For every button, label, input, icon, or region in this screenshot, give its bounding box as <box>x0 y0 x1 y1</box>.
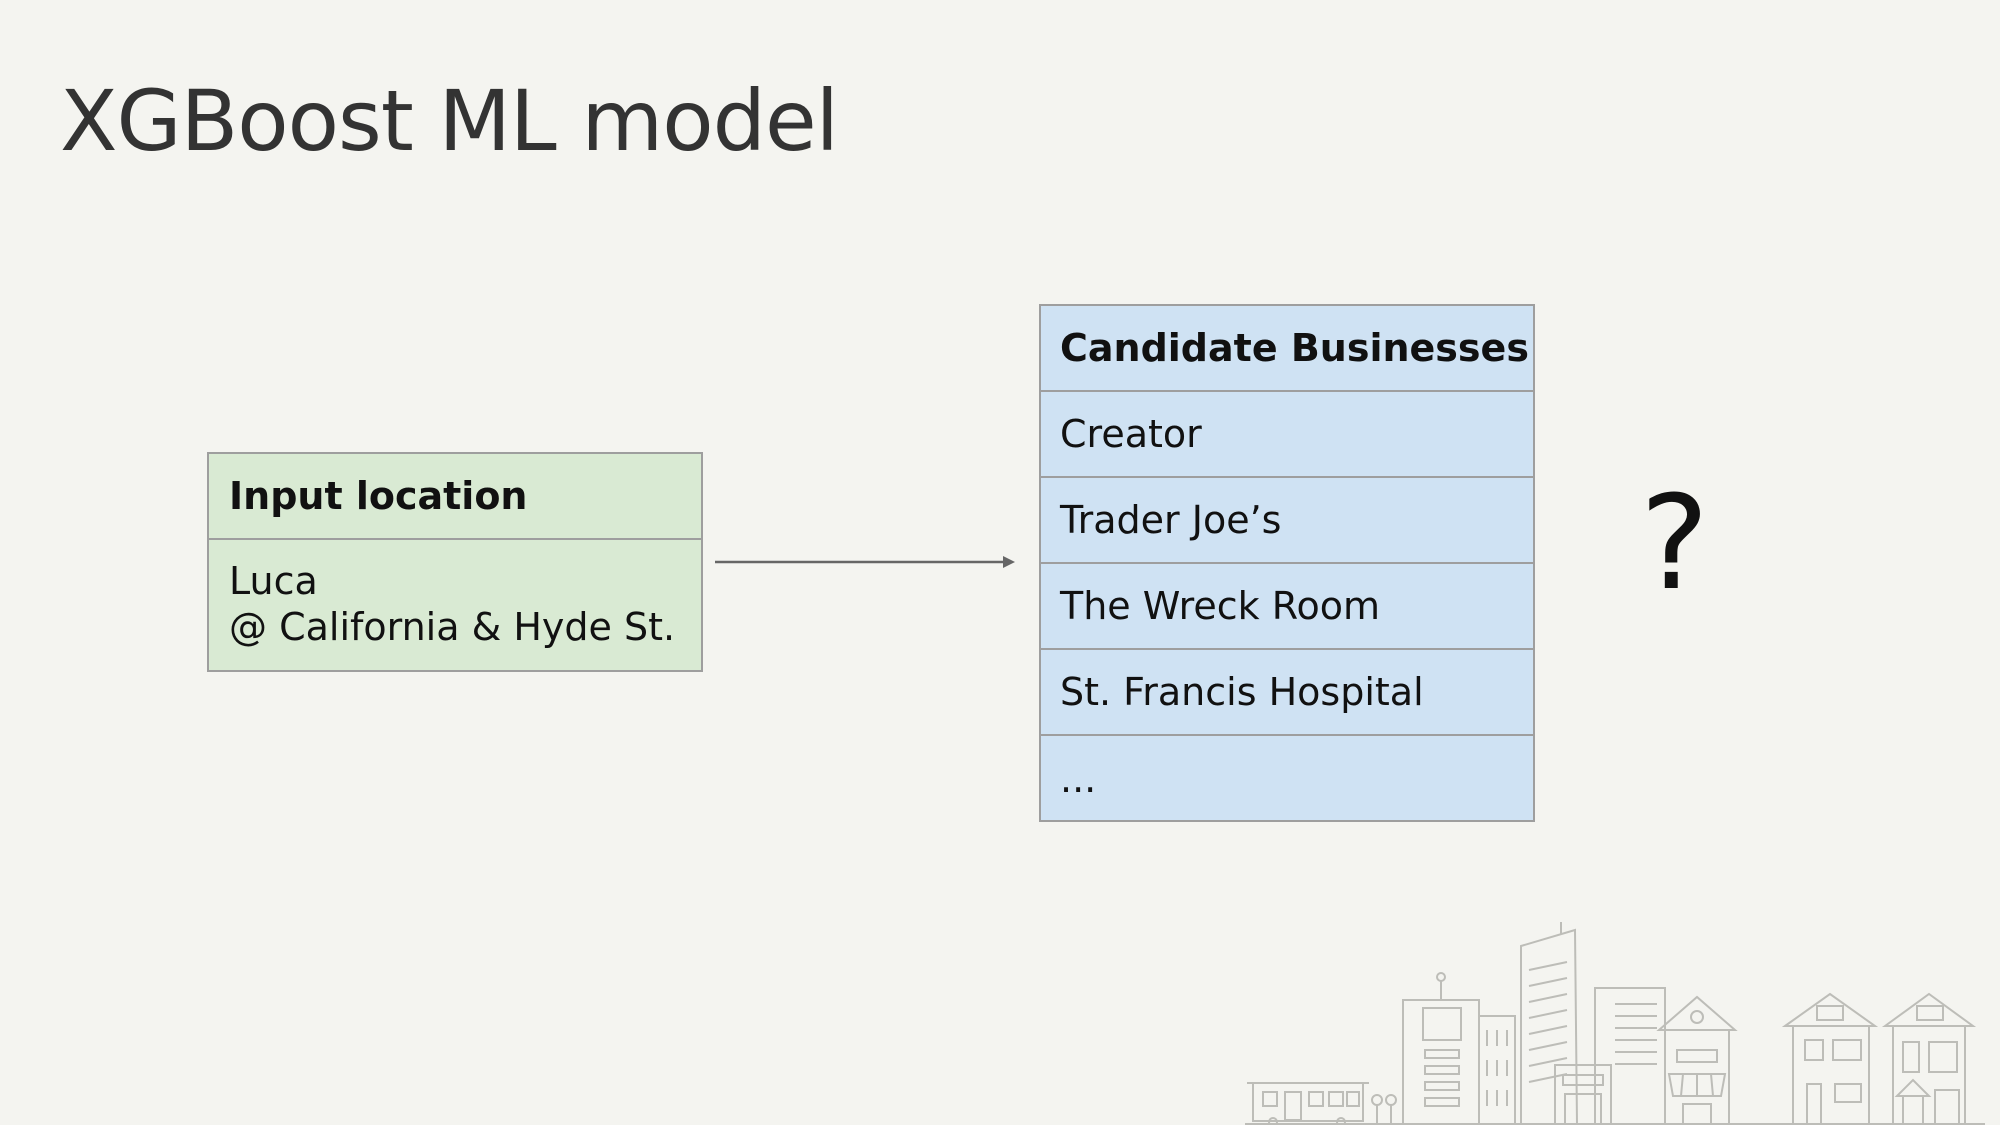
candidate-item: ... <box>1060 757 1097 801</box>
input-location-name: Luca <box>229 559 318 603</box>
building-icon <box>1402 972 1480 1125</box>
question-mark: ? <box>1640 467 1709 619</box>
candidate-item: The Wreck Room <box>1041 564 1533 650</box>
candidate-businesses-header: Candidate Businesses <box>1041 306 1533 392</box>
input-location-header: Input location <box>209 454 701 540</box>
candidate-businesses-box: Candidate Businesses Creator Trader Joe’… <box>1039 304 1535 822</box>
right-arrow-icon <box>715 556 1015 568</box>
storefront-icon <box>1554 1064 1612 1125</box>
slide-title: XGBoost ML model <box>60 72 839 170</box>
cable-car-icon <box>1247 1082 1369 1125</box>
candidate-item: Creator <box>1041 392 1533 478</box>
building-icon <box>1478 1015 1516 1125</box>
candidate-item: St. Francis Hospital <box>1041 650 1533 736</box>
house-icon <box>1656 995 1738 1125</box>
house-icon <box>1881 992 1977 1125</box>
input-location-address: @ California & Hyde St. <box>229 605 676 649</box>
candidate-item: Trader Joe’s <box>1041 478 1533 564</box>
city-skyline-icon <box>1245 922 1985 1125</box>
tree-icon <box>1371 1094 1397 1124</box>
input-location-body: Luca @ California & Hyde St. <box>209 540 701 650</box>
building-icon <box>1594 987 1666 1125</box>
house-icon <box>1781 992 1879 1125</box>
input-location-box: Input location Luca @ California & Hyde … <box>207 452 703 672</box>
